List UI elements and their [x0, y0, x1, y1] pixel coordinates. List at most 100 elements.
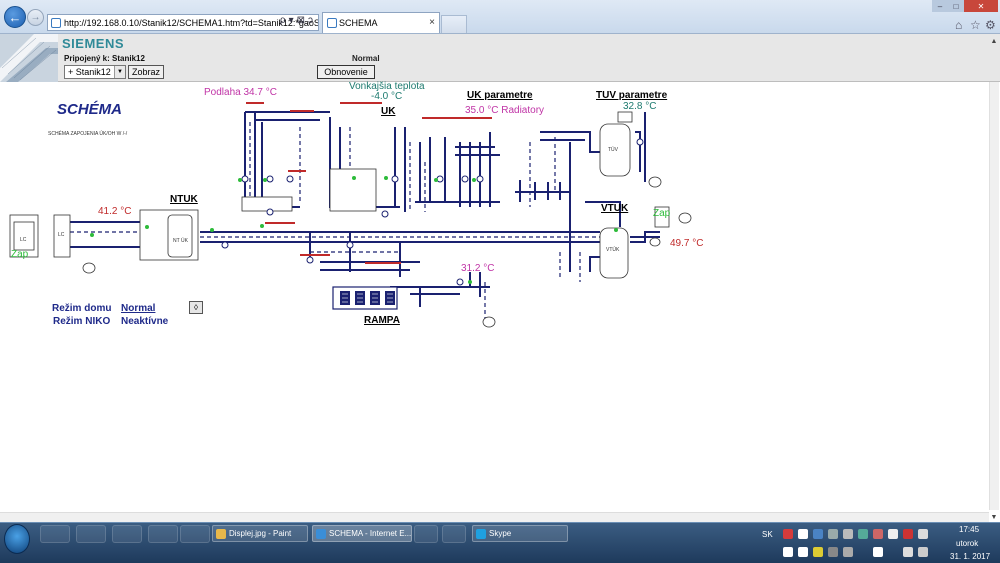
mode-toggle-button[interactable]: ◊	[189, 301, 203, 314]
back-button[interactable]: ←	[4, 6, 26, 28]
network-icon[interactable]	[903, 547, 913, 557]
tuv-tank-label: TÚV	[608, 147, 618, 153]
siemens-logo-graphic	[0, 34, 58, 82]
schema-title: SCHÉMA	[57, 101, 123, 118]
page-icon	[51, 18, 61, 28]
ie-pinned-icon[interactable]	[40, 525, 70, 543]
close-window-button[interactable]: ✕	[964, 0, 998, 12]
outdoor-temp-label: Vonkajšia teplota	[349, 81, 425, 92]
power-icon: ◊	[194, 303, 198, 312]
ntuk-label: NTUK	[170, 194, 198, 205]
tuv-parameters-link[interactable]: TUV parametre	[596, 90, 668, 101]
tray-icon-3[interactable]	[843, 529, 853, 539]
ntuk-temp: 41.2 °C	[98, 206, 132, 217]
tab-close-icon[interactable]: ×	[429, 17, 435, 28]
address-tools-icons[interactable]: ρ▾⊠ↄ	[279, 15, 316, 26]
maximize-button[interactable]: □	[948, 0, 964, 12]
tray-icon-11[interactable]	[813, 547, 823, 557]
horizontal-scrollbar[interactable]	[0, 512, 989, 522]
taskbar-ie-label: SCHEMA - Internet E...	[329, 529, 412, 538]
address-text: http://192.168.0.10/Stanik12/SCHEMA1.htm…	[64, 17, 319, 28]
vtuk-label: VTUK	[601, 203, 629, 214]
app-header: SIEMENS Pripojený k: Stanik12 + Stanik12…	[0, 34, 1000, 82]
uk-parameters-link[interactable]: UK parametre	[467, 90, 533, 101]
niko-mode-value: Neaktívne	[121, 316, 169, 327]
media-player-icon[interactable]	[112, 525, 142, 543]
siemens-brand: SIEMENS	[62, 36, 125, 51]
bluetooth-icon[interactable]	[813, 529, 823, 539]
tray-doc-icon[interactable]	[798, 529, 808, 539]
taskbar-paint-label: Displej.jpg - Paint	[229, 529, 292, 538]
language-indicator[interactable]: SK	[762, 530, 773, 539]
taskbar-paint[interactable]: Displej.jpg - Paint	[212, 525, 308, 542]
schema-subtitle: SCHÉMA ZAPOJENIA ÚK/OH W /-/	[48, 131, 128, 137]
back-arrow-icon: ←	[8, 9, 22, 25]
tray-icon-6[interactable]	[888, 529, 898, 539]
refresh-button[interactable]: Obnovenie	[317, 65, 375, 79]
tray-icon-5[interactable]	[873, 529, 883, 539]
chrome-icon[interactable]	[148, 525, 178, 543]
show-button[interactable]: Zobraz	[128, 65, 164, 79]
niko-mode-label: Režim NIKO	[53, 316, 111, 327]
clock-time[interactable]: 17:45	[959, 525, 980, 534]
volume-icon[interactable]	[918, 547, 928, 557]
tray-app-icon[interactable]	[783, 529, 793, 539]
tray-icon-13[interactable]	[843, 547, 853, 557]
lc-status-zap: Zap	[11, 249, 29, 260]
tray-icon-4[interactable]	[858, 529, 868, 539]
favorites-star-icon[interactable]: ☆	[970, 18, 981, 32]
uk-label: UK	[381, 106, 396, 117]
new-tab-button[interactable]	[441, 15, 467, 33]
ie-icon	[316, 529, 326, 539]
rampa-label: RAMPA	[364, 315, 400, 326]
clock-date[interactable]: 31. 1. 2017	[950, 552, 991, 561]
minimize-button[interactable]: –	[932, 0, 948, 12]
tab-page-icon	[327, 18, 337, 28]
explorer-folder-icon[interactable]	[76, 525, 106, 543]
connected-label: Pripojený k: Stanik12	[64, 54, 145, 63]
tray-icon-14[interactable]	[873, 547, 883, 557]
forward-arrow-icon: →	[30, 12, 41, 23]
station-select[interactable]: + Stanik12 ▼	[64, 65, 126, 79]
chevron-down-icon: ▼	[114, 66, 125, 78]
vertical-scrollbar[interactable]	[989, 82, 999, 510]
scroll-up-arrow-icon[interactable]: ▲	[990, 37, 998, 45]
scroll-down-arrow-icon[interactable]: ▼	[990, 513, 998, 521]
home-icon[interactable]: ⌂	[955, 18, 963, 32]
address-bar[interactable]: http://192.168.0.10/Stanik12/SCHEMA1.htm…	[47, 14, 319, 31]
tray-icon-12[interactable]	[828, 547, 838, 557]
outdoor-temp-value: -4.0 °C	[371, 91, 403, 102]
rampa-temp: 31.2 °C	[461, 263, 495, 274]
start-button-windows-icon[interactable]	[4, 524, 30, 554]
settings-gear-icon[interactable]: ⚙	[985, 18, 996, 32]
tab-title: SCHEMA	[339, 18, 378, 28]
tray-icon-9[interactable]	[783, 547, 793, 557]
browser-chrome: ← → http://192.168.0.10/Stanik12/SCHEMA1…	[0, 0, 1000, 34]
app-green-icon[interactable]	[442, 525, 466, 543]
tab-schema[interactable]: SCHEMA ×	[322, 12, 440, 33]
heating-schematic: SCHÉMA SCHÉMA ZAPOJENIA ÚK/OH W /-/ Podl…	[0, 81, 989, 512]
skype-icon	[476, 529, 486, 539]
tray-icon-8[interactable]	[918, 529, 928, 539]
tray-icon-10[interactable]	[798, 547, 808, 557]
station-select-value: + Stanik12	[68, 67, 111, 77]
clock-day[interactable]: utorok	[956, 539, 979, 548]
taskbar-ie[interactable]: SCHEMA - Internet E...	[312, 525, 412, 542]
uk-radiator-temp: 35.0 °C Radiatory	[465, 105, 545, 116]
status-text: Normal	[352, 54, 380, 63]
pinned-app-icon[interactable]	[180, 525, 210, 543]
vtuk-tank-label: VTÚK	[606, 247, 620, 253]
vtuk-status-zap: Zap	[653, 208, 671, 219]
firefox-icon[interactable]	[414, 525, 438, 543]
nt-uk-label: NT ÚK	[173, 238, 188, 244]
tray-icon-2[interactable]	[828, 529, 838, 539]
house-mode-value[interactable]: Normal	[121, 303, 156, 314]
vtuk-temp: 49.7 °C	[670, 238, 704, 249]
tray-icon-7[interactable]	[903, 529, 913, 539]
paint-icon	[216, 529, 226, 539]
lc-box-label: LC	[58, 232, 65, 238]
forward-button[interactable]: →	[27, 9, 44, 26]
house-mode-label: Režim domu	[52, 303, 112, 314]
taskbar-skype[interactable]: Skype	[472, 525, 568, 542]
